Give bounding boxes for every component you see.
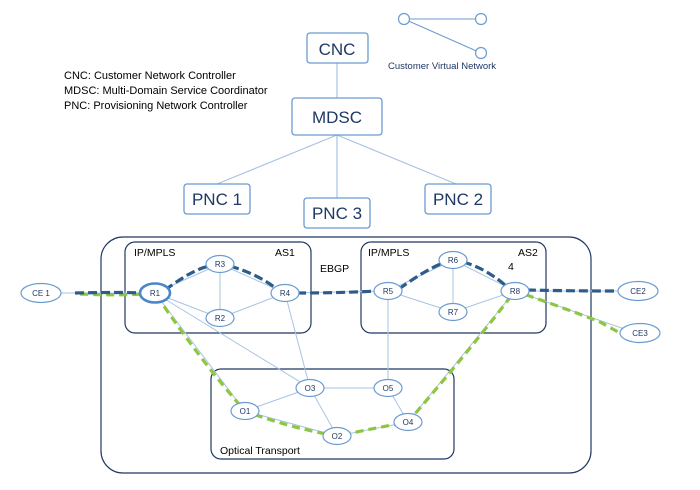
ce2-label: CE2 [630,287,646,296]
as1-name-label: AS1 [275,247,295,259]
r8-label: R8 [510,287,521,296]
node-r3[interactable]: R3 [205,254,235,274]
node-r4[interactable]: R4 [270,283,300,303]
mdsc-box[interactable]: MDSC [291,97,383,136]
node-ce1[interactable]: CE 1 [20,282,62,304]
customer-vn-label: Customer Virtual Network [388,61,496,72]
legend-cnc: CNC: Customer Network Controller [64,70,236,82]
r6-label: R6 [448,256,459,265]
r1-label: R1 [150,289,161,298]
o1-label: O1 [240,407,251,416]
node-o2[interactable]: O2 [322,426,352,446]
pnc1-box[interactable]: PNC 1 [183,183,251,215]
as2-name-label: AS2 [518,247,538,259]
cnc-label: CNC [319,40,356,59]
as1-domain [124,241,312,334]
r4-label: R4 [280,289,291,298]
customer-virtual-network: Customer Virtual Network [388,12,496,72]
node-r2[interactable]: R2 [205,308,235,328]
optical-label: Optical Transport [220,445,300,457]
network-domain [100,236,592,474]
legend: CNC: Customer Network Controller MDSC: M… [64,70,268,112]
optical-path [79,289,621,438]
node-r8[interactable]: R8 [500,281,530,301]
r7-label: R7 [448,308,459,317]
legend-mdsc: MDSC: Multi-Domain Service Coordinator [64,85,268,97]
optical-domain [210,368,455,460]
ce3-label: CE3 [632,329,648,338]
ip-path [74,260,616,295]
pnc2-box[interactable]: PNC 2 [424,183,492,215]
node-o5[interactable]: O5 [373,378,403,398]
node-o4[interactable]: O4 [393,412,423,432]
cnc-box[interactable]: CNC [306,32,369,64]
cvn-node [474,46,488,60]
r2-label: R2 [215,314,226,323]
node-r6[interactable]: R6 [438,250,468,270]
controller-links [216,63,457,198]
o2-label: O2 [332,432,343,441]
hop-number-label: 4 [508,261,514,273]
node-r1[interactable]: R1 [138,282,172,304]
pnc3-label: PNC 3 [312,204,362,223]
o3-label: O3 [305,384,316,393]
node-ce2[interactable]: CE2 [617,280,659,302]
node-o3[interactable]: O3 [295,378,325,398]
as2-tech-label: IP/MPLS [368,247,409,259]
node-r7[interactable]: R7 [438,302,468,322]
pnc1-label: PNC 1 [192,190,242,209]
legend-pnc: PNC: Provisioning Network Controller [64,100,248,112]
r5-label: R5 [383,287,394,296]
as2-domain [360,241,547,334]
o5-label: O5 [383,384,394,393]
o4-label: O4 [403,418,414,427]
node-o1[interactable]: O1 [230,401,260,421]
cvn-node [474,12,488,26]
node-r5[interactable]: R5 [373,281,403,301]
pnc2-label: PNC 2 [433,190,483,209]
node-ce3[interactable]: CE3 [619,322,661,344]
r3-label: R3 [215,260,226,269]
cvn-node [397,12,411,26]
as1-tech-label: IP/MPLS [134,247,175,259]
mdsc-label: MDSC [312,108,362,127]
ce1-label: CE 1 [32,289,50,298]
ebgp-label: EBGP [320,263,349,275]
pnc3-box[interactable]: PNC 3 [303,197,371,229]
